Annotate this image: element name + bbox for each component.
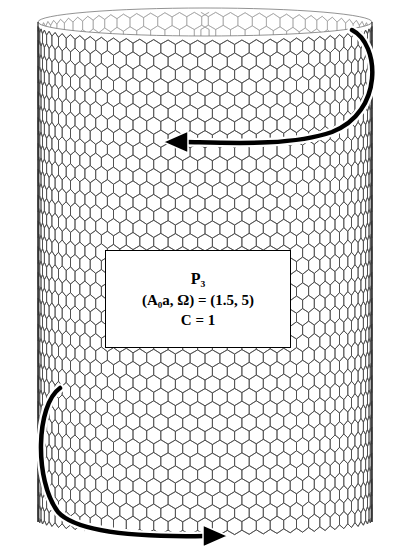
arrowhead (203, 525, 228, 547)
rotation-arrow (186, 30, 372, 143)
arrow-halo (41, 388, 205, 536)
rotation-arrow (41, 388, 205, 536)
box-text: C = 1 (181, 310, 215, 330)
box-text: (A₀a, Ω) = (1.5, 5) (142, 290, 254, 310)
arrowhead (163, 131, 188, 153)
rotation-arrows (41, 30, 372, 547)
box-text: P₃ (191, 268, 206, 290)
lattice-lines (38, 26, 372, 534)
cylinder-outline (38, 8, 372, 522)
arrow-halo (186, 30, 372, 143)
label-box: P₃(A₀a, Ω) = (1.5, 5)C = 1 (105, 250, 291, 348)
top-rim (38, 8, 372, 36)
lattice-front (38, 26, 372, 534)
